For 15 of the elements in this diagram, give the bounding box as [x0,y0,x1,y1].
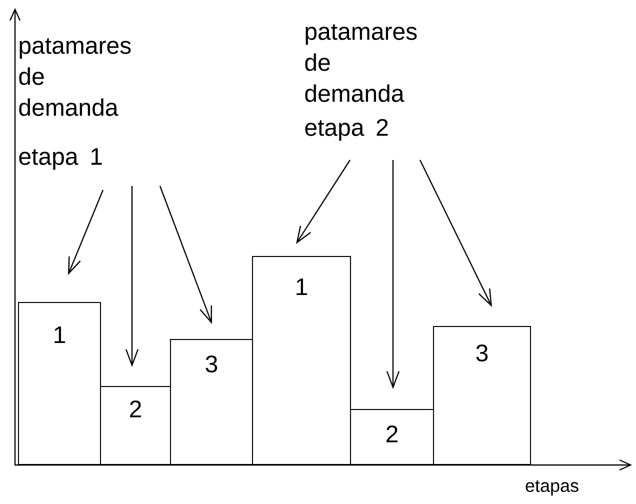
arrow [386,160,400,389]
arrow [159,186,212,324]
demand-bar: 1 [252,256,351,465]
demand-bar: 2 [350,409,434,465]
demand-bar: 3 [433,326,531,465]
annotation-text: patamares de demanda etapa 2 [305,24,417,141]
demand-bar: 3 [170,339,253,465]
arrow [125,186,139,367]
arrow [68,190,104,275]
demand-bar: 1 [18,302,101,465]
annotation-text: patamares de demanda etapa 1 [19,38,131,170]
arrow [296,160,350,244]
axis-label: etapas [526,480,578,496]
arrow [419,160,492,307]
demand-bar: 2 [100,386,171,465]
